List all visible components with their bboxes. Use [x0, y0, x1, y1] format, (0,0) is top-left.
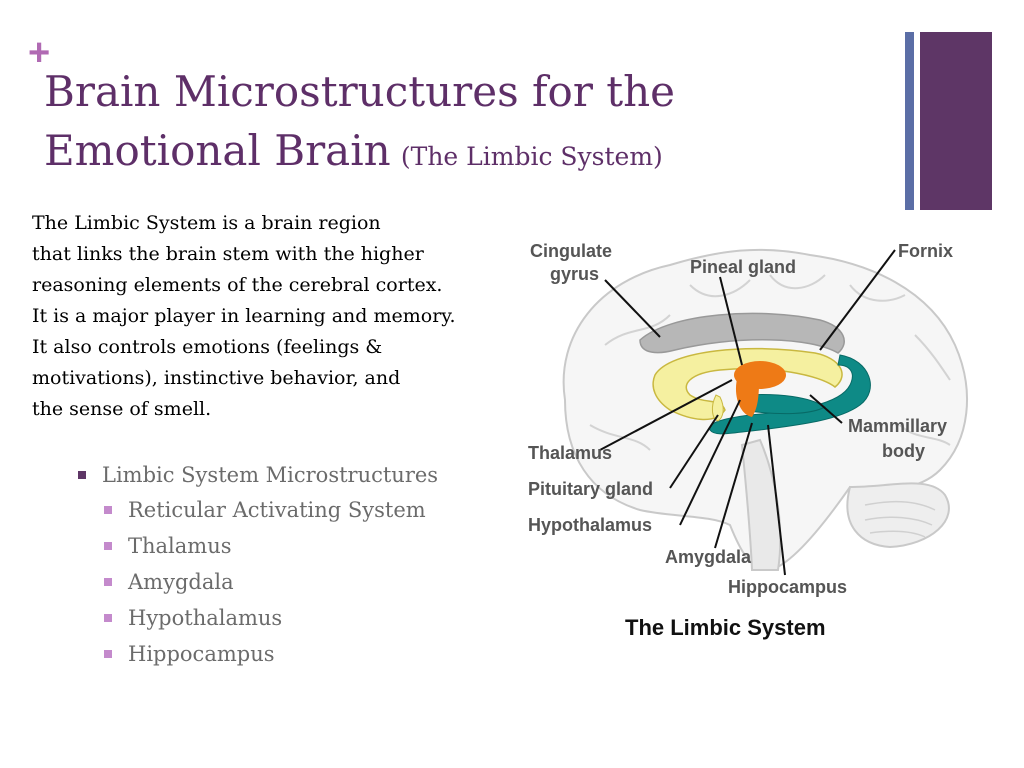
sub-bullet-text: Thalamus: [128, 534, 232, 558]
pituitary-shape: [711, 394, 724, 422]
cerebellum: [846, 482, 950, 549]
intro-line: that links the brain stem with the highe…: [32, 243, 424, 265]
title-line-2: Emotional Brain: [44, 126, 391, 175]
sub-bullet-item: Thalamus: [104, 528, 438, 564]
label-hypothalamus: Hypothalamus: [528, 515, 652, 535]
cingulate-gyrus: [639, 312, 845, 354]
label-body: body: [882, 441, 925, 461]
intro-line: motivations), instinctive behavior, and: [32, 367, 401, 389]
intro-line: The Limbic System is a brain region: [32, 212, 381, 234]
intro-line: It also controls emotions (feelings &: [32, 336, 383, 358]
leader-lines: [599, 249, 896, 576]
square-bullet-icon: [104, 650, 112, 658]
intro-line: reasoning elements of the cerebral corte…: [32, 274, 443, 296]
sub-bullet-item: Reticular Activating System: [104, 492, 438, 528]
bullet-list: Limbic System Microstructures Reticular …: [78, 458, 438, 672]
label-pituitary-gland: Pituitary gland: [528, 479, 653, 499]
fornix-region: [652, 347, 843, 421]
sub-bullet-text: Reticular Activating System: [128, 498, 426, 522]
hippocampus-shape: [709, 354, 871, 435]
accent-bar-thin: [905, 32, 914, 210]
bullet-text: Limbic System Microstructures: [102, 463, 439, 487]
sub-bullet-text: Hypothalamus: [128, 606, 283, 630]
square-bullet-icon: [104, 542, 112, 550]
label-cingulate: Cingulate: [530, 241, 612, 261]
brain-stem: [740, 438, 782, 571]
limbic-system-diagram: Cingulate gyrus Pineal gland Fornix Mamm…: [528, 241, 968, 640]
square-bullet-icon: [78, 471, 86, 479]
label-amygdala: Amygdala: [665, 547, 752, 567]
plus-icon: +: [28, 32, 51, 74]
intro-paragraph: The Limbic System is a brain region that…: [32, 208, 552, 425]
label-thalamus: Thalamus: [528, 443, 612, 463]
diagram-caption: The Limbic System: [625, 615, 826, 640]
sub-bullet-item: Hippocampus: [104, 636, 438, 672]
accent-bar-thick: [920, 32, 992, 210]
square-bullet-icon: [104, 578, 112, 586]
sub-bullet-text: Amygdala: [128, 570, 234, 594]
intro-line: It is a major player in learning and mem…: [32, 305, 456, 327]
label-hippocampus: Hippocampus: [728, 577, 847, 597]
cerebellum-folds: [864, 500, 936, 538]
sub-bullet-text: Hippocampus: [128, 642, 275, 666]
label-mammillary: Mammillary: [848, 416, 947, 436]
square-bullet-icon: [104, 506, 112, 514]
hypothalamus-shape: [735, 375, 760, 417]
label-pineal-gland: Pineal gland: [690, 257, 796, 277]
bullet-item-main: Limbic System Microstructures: [78, 458, 438, 492]
sub-bullet-item: Hypothalamus: [104, 600, 438, 636]
square-bullet-icon: [104, 614, 112, 622]
intro-line: the sense of smell.: [32, 398, 212, 420]
label-fornix: Fornix: [898, 241, 953, 261]
slide-title: Brain Microstructures for the Emotional …: [44, 64, 675, 185]
title-line-1: Brain Microstructures for the: [44, 67, 676, 116]
title-subtitle: (The Limbic System): [400, 142, 663, 171]
sub-bullet-item: Amygdala: [104, 564, 438, 600]
label-gyrus: gyrus: [550, 264, 599, 284]
